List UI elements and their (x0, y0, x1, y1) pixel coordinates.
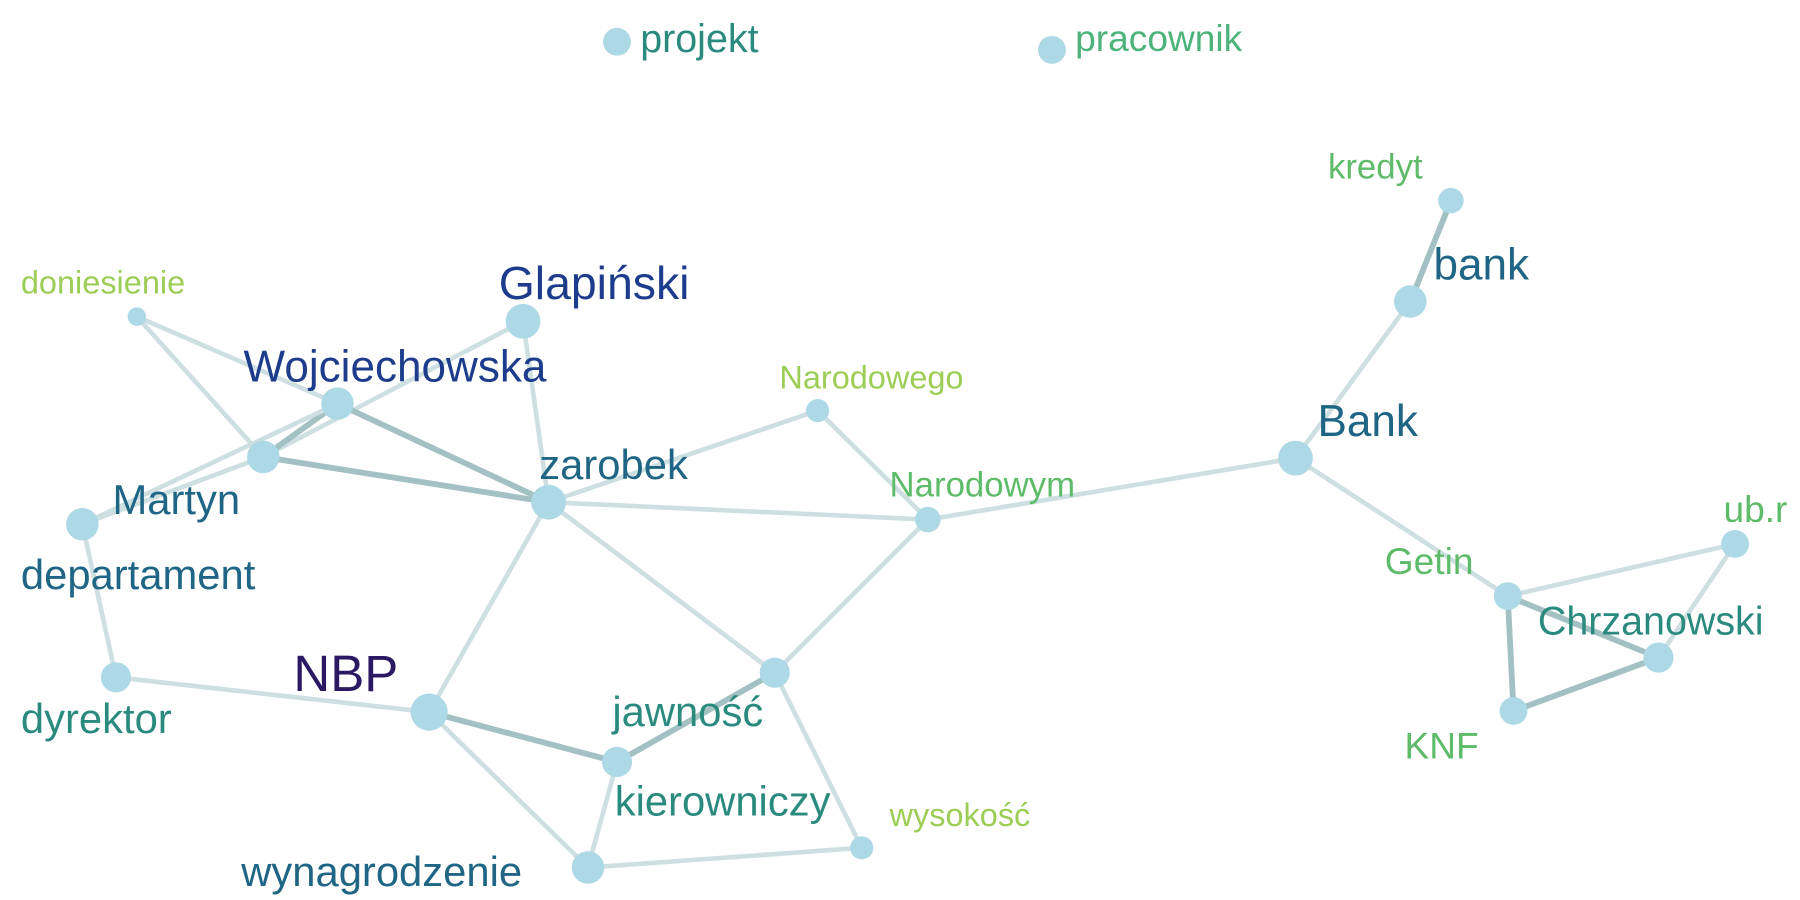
edge-dyrektor-nbp (113, 674, 432, 715)
node-label-kredyt: kredyt (1328, 149, 1423, 187)
node-label-ubr: ub.r (1723, 488, 1787, 530)
edge-bank_lower-kredyt (1407, 197, 1454, 305)
edge-bank_upper-bank_lower (1293, 299, 1413, 461)
edge-martyn-departament (80, 454, 266, 527)
legend-marker-1 (1038, 35, 1066, 64)
node-label-getin: Getin (1385, 540, 1474, 582)
edge-wojciechowska-zarobek (334, 400, 552, 506)
legend-label-1: pracownik (1075, 17, 1243, 59)
edge-bank_upper-getin (1293, 455, 1511, 599)
edge-getin-knf (1504, 593, 1517, 714)
edge-zarobek-nbp (426, 499, 551, 715)
legend-label-0: projekt (640, 17, 758, 61)
node-doniesienie (127, 307, 147, 326)
node-label-glapinski: Glapiński (499, 257, 690, 309)
nodes-layer (66, 187, 1749, 884)
node-label-zarobek: zarobek (539, 441, 688, 488)
node-label-bank_lower: bank (1434, 241, 1531, 290)
edge-jawnosc-wysokosc (772, 670, 865, 851)
node-martyn (247, 440, 280, 474)
node-label-jawnosc: jawność (610, 688, 763, 735)
edge-getin-ubr (1505, 541, 1738, 599)
node-knf (1499, 697, 1528, 725)
edge-glapinski-martyn (260, 318, 526, 460)
node-label-nbp: NBP (293, 645, 398, 702)
node-label-wysokosc: wysokość (889, 797, 1031, 833)
edge-narodowym-bank_upper (925, 455, 1298, 522)
edge-kierowniczy-wynagrodzenie (585, 759, 620, 870)
node-label-doniesienie: doniesienie (21, 264, 185, 300)
edge-zarobek-narodowym (546, 499, 931, 522)
edge-nbp-kierowniczy (426, 709, 620, 765)
node-dyrektor (100, 662, 132, 693)
node-narodowego (806, 398, 830, 423)
node-wynagrodzenie (571, 851, 605, 884)
edges-layer (80, 197, 1738, 870)
node-kierowniczy (601, 746, 633, 778)
node-bank_upper (1278, 440, 1313, 476)
node-label-bank_upper: Bank (1318, 397, 1419, 446)
edge-narodowego-narodowym (815, 408, 931, 522)
node-wysokosc (850, 836, 874, 860)
edge-zarobek-narodowego (546, 408, 820, 505)
node-label-narodowego: Narodowego (779, 360, 963, 396)
edge-doniesienie-martyn (134, 314, 266, 460)
node-label-wynagrodzenie: wynagrodzenie (240, 848, 522, 895)
edge-ubr-chrzanowski (1656, 541, 1738, 660)
edge-zarobek-jawnosc (546, 499, 778, 676)
edge-jawnosc-kierowniczy (614, 669, 778, 765)
edge-wojciechowska-departament (80, 401, 340, 527)
node-departament (66, 507, 99, 541)
node-label-narodowym: Narodowym (890, 466, 1076, 504)
node-kredyt (1438, 187, 1464, 214)
node-label-chrzanowski: Chrzanowski (1538, 599, 1764, 643)
edge-martyn-zarobek (260, 454, 552, 506)
node-nbp (410, 693, 448, 731)
edge-chrzanowski-knf (1510, 654, 1662, 714)
edge-wynagrodzenie-wysokosc (585, 845, 865, 870)
node-label-martyn: Martyn (113, 476, 241, 523)
node-narodowym (915, 506, 941, 533)
node-label-wojciechowska: Wojciechowska (244, 343, 547, 392)
node-glapinski (505, 303, 541, 339)
node-label-knf: KNF (1405, 725, 1479, 767)
edge-narodowym-jawnosc (772, 517, 931, 676)
edge-nbp-wynagrodzenie (426, 709, 591, 870)
node-wojciechowska (321, 387, 354, 420)
node-jawnosc (759, 657, 790, 688)
node-chrzanowski (1643, 642, 1674, 673)
legend-marker-0 (603, 27, 631, 56)
node-getin (1493, 582, 1522, 611)
edge-doniesienie-wojciechowska (134, 314, 340, 406)
edge-getin-chrzanowski (1504, 593, 1662, 661)
node-label-dyrektor: dyrektor (21, 695, 172, 742)
node-zarobek (531, 484, 566, 520)
node-bank_lower (1394, 285, 1427, 318)
edge-departament-dyrektor (80, 521, 119, 680)
legend: projekt pracownik (603, 17, 1243, 64)
node-ubr (1721, 530, 1749, 558)
node-label-departament: departament (21, 551, 256, 598)
edge-glapinski-zarobek (520, 318, 551, 505)
node-label-kierowniczy: kierowniczy (615, 777, 831, 824)
